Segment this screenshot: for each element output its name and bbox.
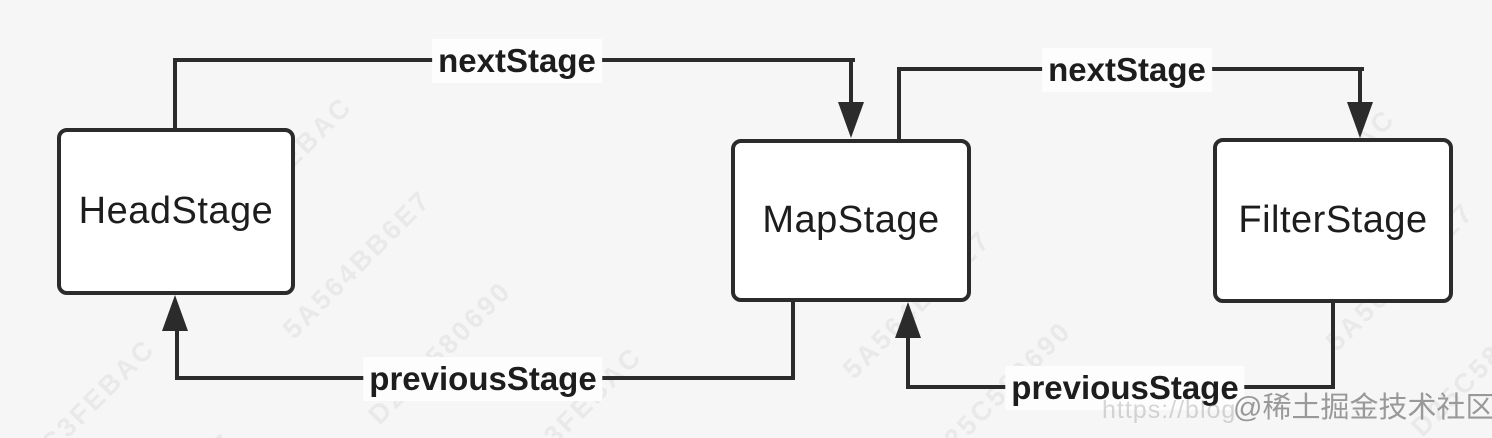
watermark-line: 5A564BB6E7 — [76, 415, 251, 438]
node-filterstage: FilterStage — [1213, 138, 1453, 303]
edge-prev1-line-segment — [791, 302, 795, 380]
blog-url-watermark: https://blog — [1102, 396, 1237, 424]
node-headstage-label: HeadStage — [78, 190, 274, 232]
edge-next1-line-segment — [173, 58, 177, 130]
edge-label-nextstage-2: nextStage — [1042, 48, 1212, 92]
edge-label-nextstage-1: nextStage — [432, 39, 602, 83]
watermark-line: D25C580690 — [362, 275, 518, 431]
edge-next2-line-segment — [1358, 67, 1362, 108]
edge-prev2-line-segment — [906, 334, 910, 389]
arrowhead-into-filterstage-top — [1347, 102, 1373, 138]
node-headstage: HeadStage — [57, 128, 295, 295]
edge-next1-line-segment — [849, 58, 853, 108]
node-mapstage: MapStage — [731, 139, 971, 302]
edge-prev2-line-segment — [1331, 303, 1335, 389]
watermark-line: 5A564BB6E7 — [563, 423, 738, 438]
juejin-community-watermark: @稀土掘金技术社区 — [1233, 392, 1492, 424]
watermark-line: 97AC3FEBAC — [0, 332, 162, 438]
arrowhead-into-headstage-bottom — [162, 295, 188, 331]
edge-label-previousstage-2: previousStage — [1005, 366, 1245, 410]
node-mapstage-label: MapStage — [762, 199, 940, 241]
edge-prev1-line-segment — [175, 327, 179, 380]
diagonal-watermark: 97AC3FEBAC 5A564BB6E7 D25C580690 — [0, 272, 394, 438]
edge-label-previousstage-1: previousStage — [363, 357, 603, 401]
node-filterstage-label: FilterStage — [1238, 199, 1428, 241]
arrowhead-into-mapstage-bottom — [895, 302, 921, 338]
watermark-line: 5A564BB6E7 — [276, 183, 437, 345]
arrowhead-into-mapstage-top — [838, 102, 864, 138]
edge-next2-line-segment — [897, 67, 901, 143]
